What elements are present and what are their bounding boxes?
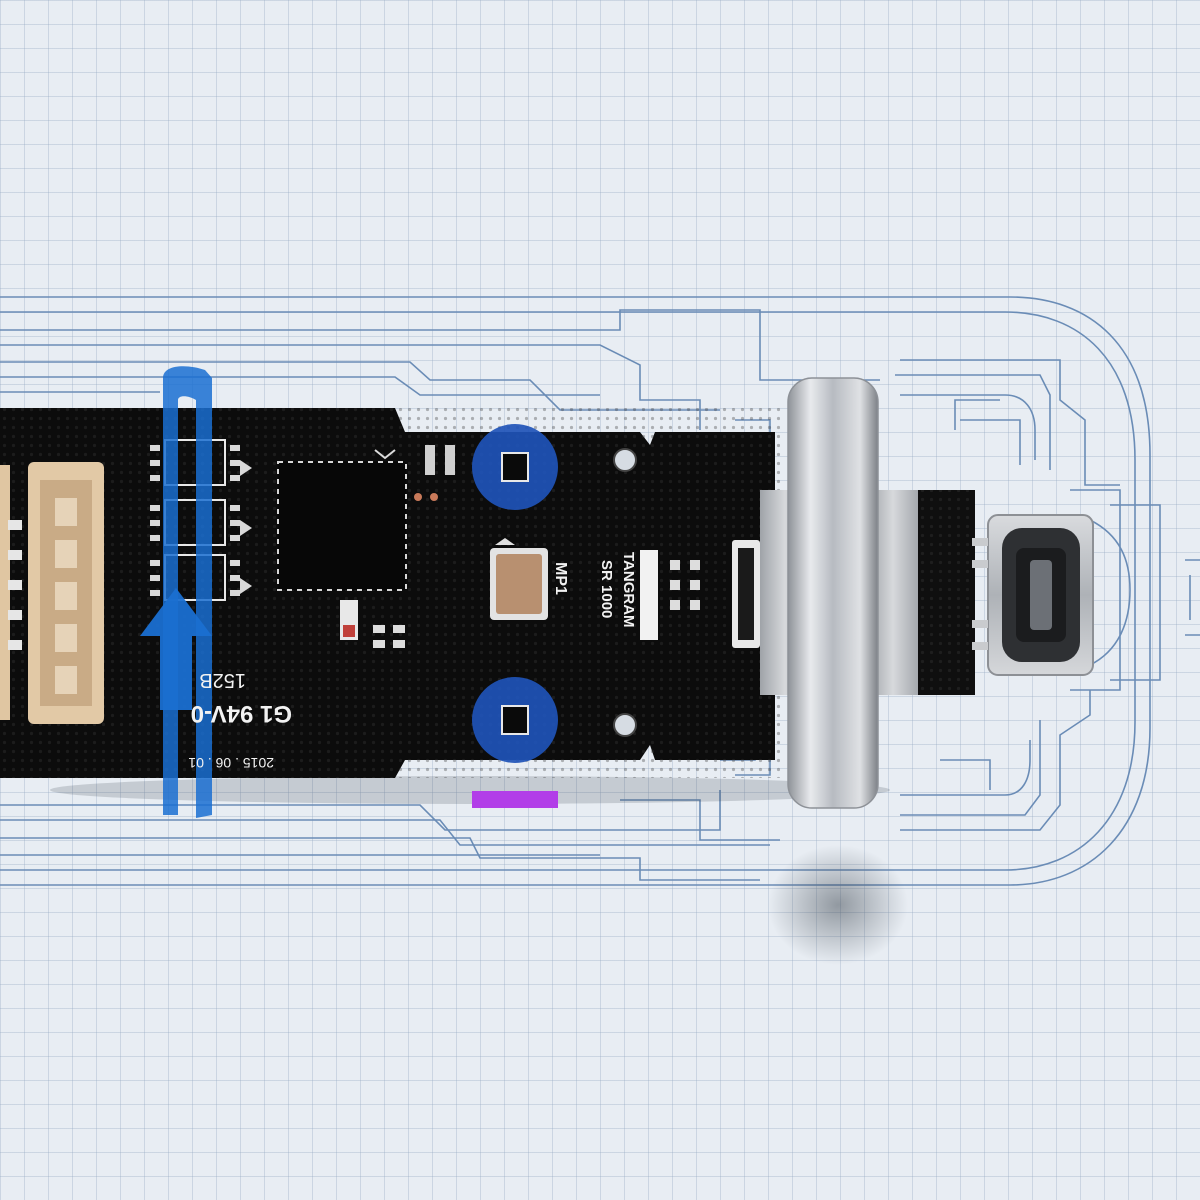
highlight-circle-top bbox=[472, 424, 558, 510]
rotation-arrow-icon bbox=[140, 366, 212, 818]
ring-shadow bbox=[768, 845, 908, 965]
crystal-oscillator bbox=[490, 538, 548, 620]
metal-ring bbox=[760, 377, 918, 809]
label-mp1: MP1 bbox=[552, 562, 569, 595]
highlight-circle-bottom bbox=[472, 677, 558, 763]
label-strip bbox=[640, 550, 658, 640]
side-connector bbox=[732, 540, 760, 648]
magenta-indicator bbox=[472, 791, 558, 808]
label-rating: G1 94V-0 bbox=[191, 700, 292, 727]
board-labels: TANGRAM SR 1000 MP1 152B G1 94V-0 2015 .… bbox=[188, 552, 637, 771]
passives bbox=[340, 445, 700, 648]
label-152b: 152B bbox=[199, 669, 246, 691]
ic-chip-icon bbox=[277, 449, 407, 591]
smd-pads bbox=[150, 445, 252, 596]
label-model: SR 1000 bbox=[598, 560, 615, 618]
board-shadow bbox=[50, 776, 890, 804]
label-date: 2015 . 06 . 01 bbox=[188, 755, 274, 771]
jst-connector-icon bbox=[0, 462, 104, 724]
usb-c-port-icon bbox=[972, 514, 1094, 676]
label-tangram: TANGRAM bbox=[620, 552, 637, 628]
